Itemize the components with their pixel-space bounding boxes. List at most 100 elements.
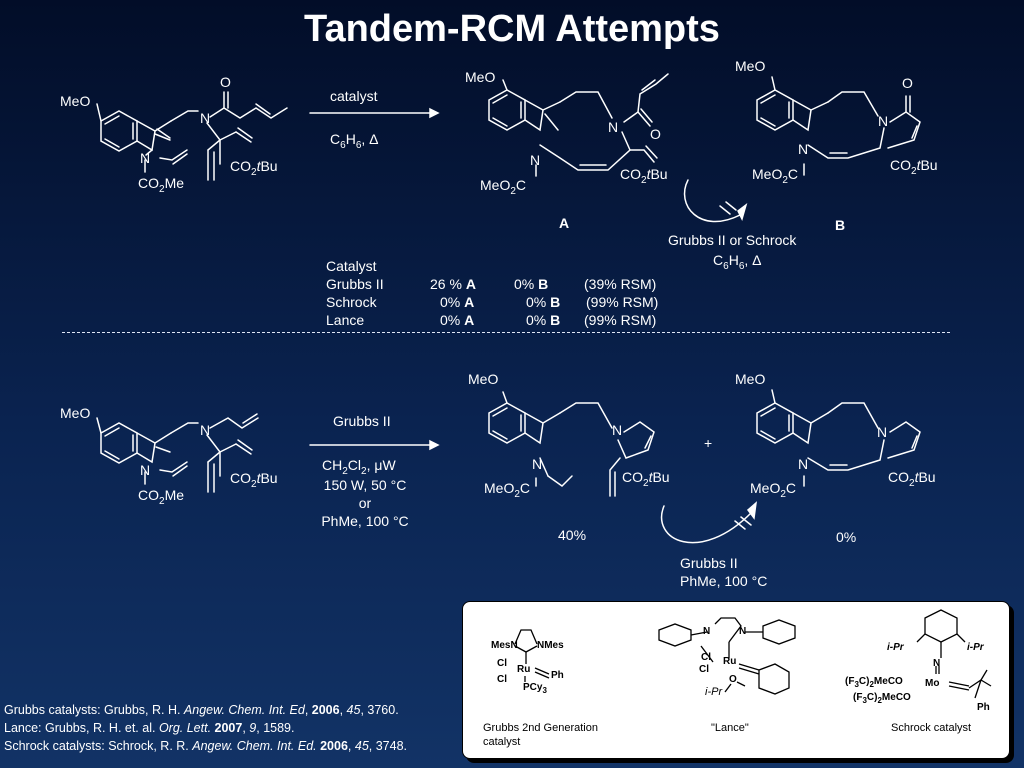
product-a-meo: MeO — [465, 69, 496, 85]
top-reagent-solvent: C6H6, Δ — [330, 131, 379, 151]
catalyst-results-table: Catalyst Grubbs II 26 % A 0% B (39% RSM)… — [326, 257, 658, 329]
grubbs-caption-1: Grubbs 2nd Generation — [483, 722, 598, 734]
bottom-conditions: 150 W, 50 °C or PhMe, 100 °C — [300, 476, 430, 530]
schrock-ipr-1: i-Pr — [887, 642, 904, 653]
product-a-molecule — [488, 73, 669, 177]
top-start-co2me: CO2Me — [138, 175, 185, 195]
bottom-product-1-n-indole: N — [532, 456, 543, 472]
catalyst-structures-panel: MesN NMes Cl Ru Cl Ph PCy3 Grubbs 2nd Ge… — [462, 601, 1010, 759]
yield-b: 0% B — [526, 312, 561, 328]
yield-b: 0% B — [514, 276, 549, 292]
bottom-product-2-molecule — [756, 389, 921, 487]
bottom-start-n-amine: N — [200, 422, 211, 438]
rsm: (99% RSM) — [584, 312, 657, 328]
top-start-n-indole: N — [140, 150, 151, 166]
bottom-start-molecule — [96, 413, 259, 493]
bottom-conversion-line1: Grubbs II — [680, 555, 738, 571]
section-divider — [62, 332, 950, 333]
lance-cl-2: Cl — [699, 664, 709, 675]
schrock-ligand-1: (F3C)2MeCO — [845, 676, 903, 689]
product-b-meo: MeO — [735, 58, 766, 74]
catalyst-name: Schrock — [326, 294, 377, 310]
yield-a: 0% A — [440, 294, 475, 310]
reference-schrock: Schrock catalysts: Schrock, R. R. Angew.… — [4, 739, 408, 753]
grubbs-pcy3: PCy3 — [523, 682, 547, 695]
grubbs-cl-1: Cl — [497, 658, 507, 669]
bottom-start-co2me: CO2Me — [138, 487, 185, 507]
bottom-start-n-indole: N — [140, 462, 151, 478]
schrock-caption: Schrock catalyst — [891, 722, 972, 734]
catalyst-table-header: Catalyst — [326, 258, 377, 274]
product-a-label: A — [559, 215, 570, 231]
schrock-ligand-2: (F3C)2MeCO — [853, 692, 911, 705]
bottom-product-2-meo: MeO — [735, 371, 766, 387]
product-a-n-indole: N — [530, 152, 541, 168]
grubbs-ru: Ru — [517, 664, 531, 675]
bottom-product-1-meo2c: MeO2C — [484, 480, 531, 500]
yield-a: 0% A — [440, 312, 475, 328]
table-row: Lance 0% A 0% B (99% RSM) — [326, 311, 658, 329]
top-reagent-catalyst: catalyst — [330, 88, 378, 104]
yield-a: 26 % A — [430, 276, 476, 292]
product-b-n-indole: N — [798, 141, 809, 157]
schrock-ipr-2: i-Pr — [967, 642, 984, 653]
product-b-o: O — [902, 75, 913, 91]
product-b-molecule — [756, 76, 921, 176]
catalyst-name: Grubbs II — [326, 276, 384, 292]
bottom-reagent-catalyst: Grubbs II — [333, 413, 391, 429]
bottom-condition-1: CH2Cl2, μW — [322, 457, 396, 477]
bottom-condition-3: or — [358, 495, 372, 511]
grubbs-cl-2: Cl — [497, 674, 507, 685]
product-a-n-amide: N — [608, 119, 619, 135]
schrock-n: N — [933, 658, 941, 669]
bottom-product-2-meo2c: MeO2C — [750, 480, 797, 500]
rsm: (99% RSM) — [586, 294, 659, 310]
lance-cl-1: Cl — [701, 652, 711, 663]
bottom-start-meo: MeO — [60, 405, 91, 421]
bottom-product-2-co2tbu: CO2tBu — [888, 469, 936, 489]
top-start-meo: MeO — [60, 93, 91, 109]
rsm: (39% RSM) — [584, 276, 657, 292]
catalyst-name: Lance — [326, 312, 365, 328]
top-conversion-line2: C6H6, Δ — [713, 252, 762, 272]
bottom-product-1-meo: MeO — [468, 371, 499, 387]
product-b-n-lactam: N — [878, 113, 889, 129]
top-start-n-amide: N — [200, 110, 211, 126]
bottom-product-2-n-indole: N — [798, 456, 809, 472]
table-row: Schrock 0% A 0% B (99% RSM) — [326, 293, 658, 311]
top-start-o: O — [220, 74, 231, 90]
lance-ipr: i-Pr — [705, 686, 723, 698]
top-start-co2tbu: CO2tBu — [230, 158, 278, 178]
grubbs-nmes: NMes — [537, 640, 564, 651]
top-start-molecule — [96, 91, 288, 181]
table-row: Grubbs II 26 % A 0% B (39% RSM) — [326, 275, 658, 293]
schrock-mo: Mo — [925, 678, 940, 689]
lance-n-2: N — [739, 626, 747, 637]
lance-o: O — [729, 674, 737, 685]
bottom-conversion-line2: PhMe, 100 °C — [680, 573, 768, 589]
grubbs-mesn: MesN — [491, 640, 518, 651]
reference-grubbs: Grubbs catalysts: Grubbs, R. H. Angew. C… — [4, 703, 399, 717]
bottom-product-2-n-pyrroline: N — [877, 424, 888, 440]
bottom-product-2-yield: 0% — [836, 529, 857, 545]
yield-b: 0% B — [526, 294, 561, 310]
grubbs-caption-2: catalyst — [483, 736, 521, 748]
product-b-meo2c: MeO2C — [752, 166, 799, 186]
schrock-ph: Ph — [977, 702, 990, 713]
lance-n-1: N — [703, 626, 711, 637]
bottom-product-1-molecule — [488, 391, 655, 497]
references: Grubbs catalysts: Grubbs, R. H. Angew. C… — [4, 701, 407, 755]
bottom-product-1-yield: 40% — [558, 527, 587, 543]
bottom-start-co2tbu: CO2tBu — [230, 470, 278, 490]
bottom-condition-4: PhMe, 100 °C — [321, 513, 409, 529]
top-conversion-line1: Grubbs II or Schrock — [668, 232, 797, 248]
product-a-meo2c: MeO2C — [480, 177, 527, 197]
lance-caption: "Lance" — [711, 722, 749, 734]
lance-ru: Ru — [723, 656, 737, 667]
product-b-co2tbu: CO2tBu — [890, 157, 938, 177]
product-a-co2tbu: CO2tBu — [620, 166, 668, 186]
page-title: Tandem-RCM Attempts — [304, 8, 720, 50]
catalyst-panel-drawing — [514, 609, 992, 699]
product-b-label: B — [835, 217, 846, 233]
